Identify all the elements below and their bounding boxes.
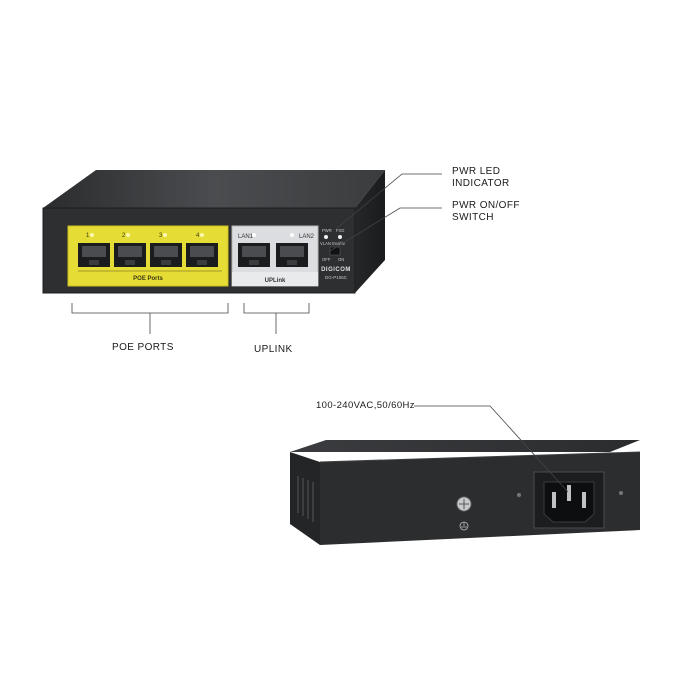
- lan2-label: LAN2: [299, 234, 315, 240]
- pwr-switch-callout: PWR ON/OFF SWITCH: [452, 200, 520, 224]
- led-label-fxd: FXD: [336, 228, 344, 233]
- pwr-led-callout: PWR LED INDICATOR: [452, 166, 510, 190]
- port-number-4: 4: [196, 233, 200, 239]
- front-callout-lines: [71, 173, 442, 334]
- power-input-callout: 100-240VAC,50/60Hz: [316, 400, 415, 411]
- uplink-callout: UPLINK: [254, 344, 293, 355]
- rear-callout-line: [414, 405, 569, 493]
- pwr-led-callout-line-1: PWR LED: [452, 166, 501, 177]
- brand-label: DIGICOM: [321, 267, 351, 273]
- poe-ports-label: POE Ports: [133, 276, 163, 282]
- pwr-led-callout-line-2: INDICATOR: [452, 178, 510, 189]
- switch-off-label: OFF: [322, 257, 331, 262]
- rear-switch: [290, 440, 641, 545]
- port-number-1: 1: [86, 233, 90, 239]
- front-switch: 1 2 3 4 POE Ports LAN1 LAN2 UPLink PWR F…: [42, 170, 385, 294]
- port-number-2: 2: [122, 233, 126, 239]
- pwr-switch-callout-line-2: SWITCH: [452, 212, 494, 223]
- rj45-ports: [78, 243, 308, 267]
- lan1-label: LAN1: [238, 234, 254, 240]
- port-number-3: 3: [159, 233, 163, 239]
- vlan-label: VLAN Enable: [320, 241, 346, 246]
- switch-on-label: ON: [338, 257, 344, 262]
- poe-ports-callout: POE PORTS: [112, 342, 174, 353]
- pwr-switch-callout-line-1: PWR ON/OFF: [452, 200, 520, 211]
- led-label-pwr: PWR: [322, 228, 332, 233]
- model-label: DG-P106C: [325, 275, 348, 280]
- uplink-panel-label: UPLink: [265, 278, 286, 284]
